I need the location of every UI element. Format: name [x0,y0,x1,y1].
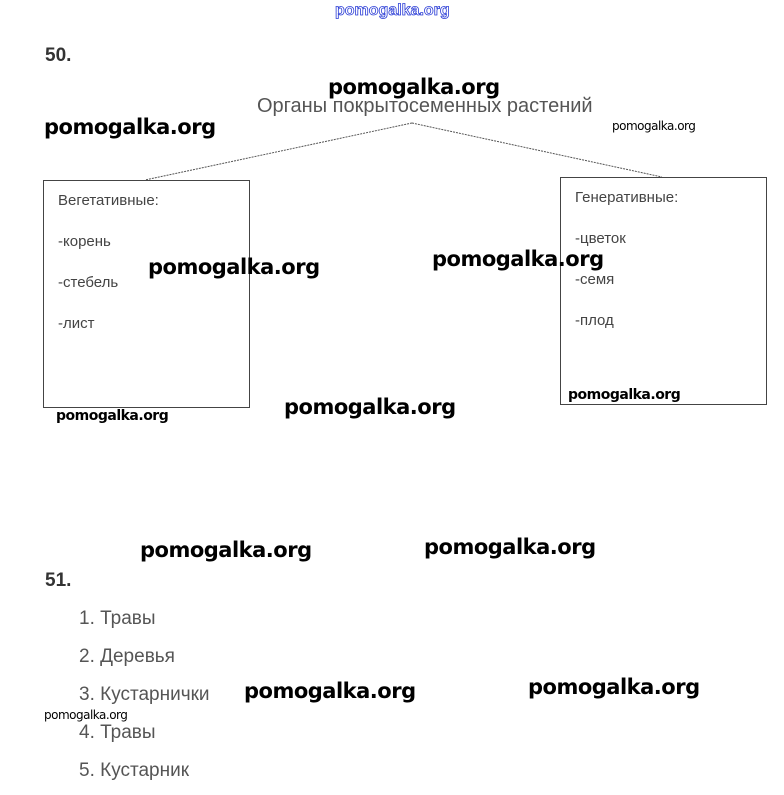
generative-item: -цветок [575,230,626,247]
vegetative-item: -стебель [58,274,119,291]
answer-item: 2. Деревья [79,646,175,667]
answer-item: 1. Травы [79,608,156,629]
vegetative-box: Вегетативные: -корень -стебель -лист [43,180,250,408]
watermark: pomogalka.org [140,538,312,562]
watermark: pomogalka.org [424,535,596,559]
generative-box: Генеративные: -цветок -семя -плод [560,177,767,405]
watermark: pomogalka.org [432,247,604,271]
connector-left [144,122,413,181]
diagram-title: Органы покрытосеменных растений [257,95,593,117]
watermark: pomogalka.org [56,408,169,424]
watermark: pomogalka.org [612,119,696,133]
watermark: pomogalka.org [44,708,128,722]
task-51-number: 51. [45,570,72,591]
answer-item: 5. Кустарник [79,760,190,781]
watermark: pomogalka.org [244,679,416,703]
watermark: pomogalka.org [528,675,700,699]
watermark: pomogalka.org [148,255,320,279]
generative-item: -семя [575,271,615,288]
vegetative-title: Вегетативные: [58,192,159,209]
vegetative-item: -корень [58,233,111,250]
connector-right [411,122,663,178]
header-watermark: pomogalka.org [335,2,450,20]
watermark: pomogalka.org [44,115,216,139]
task-50-number: 50. [45,45,72,66]
answer-item: 3. Кустарнички [79,684,210,705]
watermark: pomogalka.org [568,387,681,403]
watermark: pomogalka.org [328,75,500,99]
vegetative-item: -лист [58,315,95,332]
answer-item: 4. Травы [79,722,156,743]
watermark: pomogalka.org [284,395,456,419]
generative-item: -плод [575,312,614,329]
generative-title: Генеративные: [575,189,679,206]
